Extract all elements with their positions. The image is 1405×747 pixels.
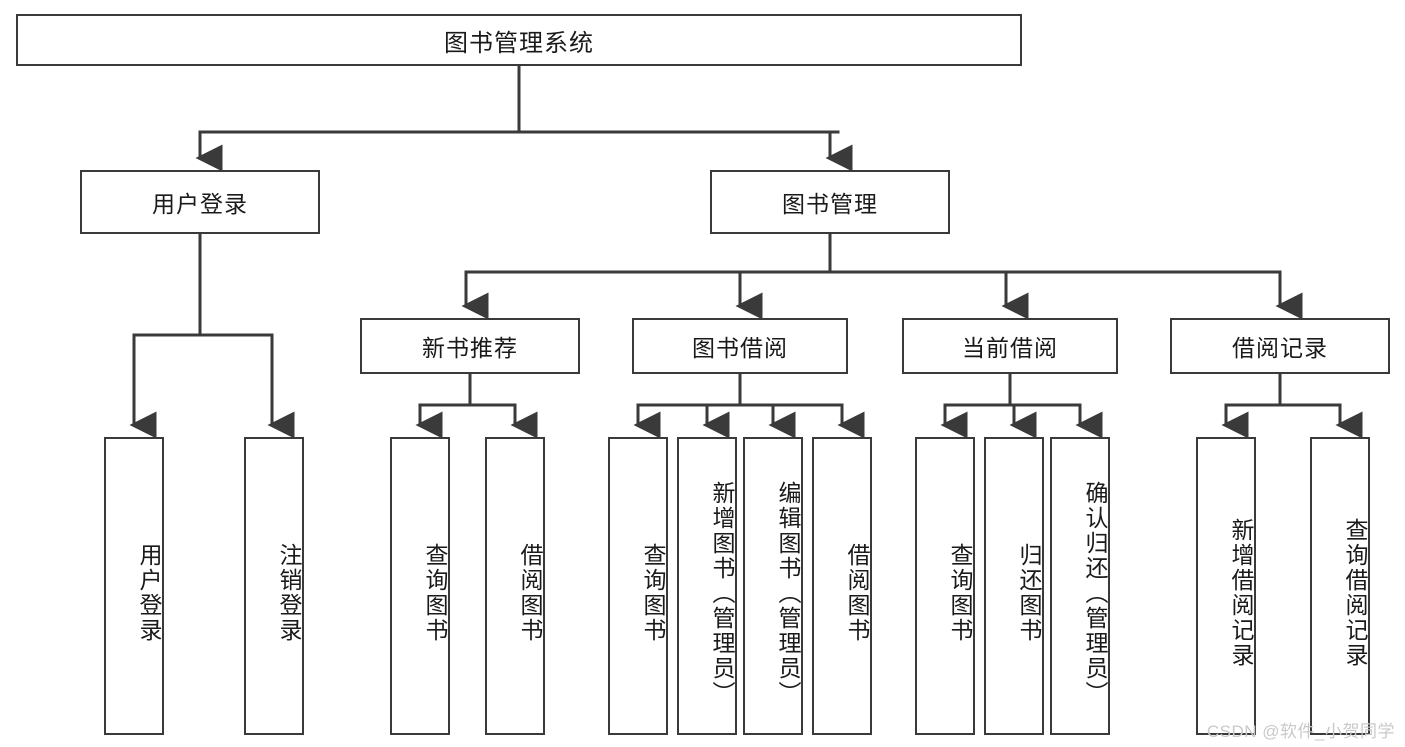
leaf-add-borrow-record-label: 新增借阅记录 — [1228, 518, 1254, 668]
leaf-edit-book-admin[interactable]: 编辑图书（管理员） — [743, 437, 803, 735]
node-root[interactable]: 图书管理系统 — [16, 14, 1022, 66]
leaf-borrow-book-recommend-label: 借阅图书 — [517, 543, 543, 643]
leaf-logout[interactable]: 注销登录 — [244, 437, 304, 735]
leaf-add-borrow-record[interactable]: 新增借阅记录 — [1196, 437, 1256, 735]
leaf-query-borrow-record-label: 查询借阅记录 — [1342, 518, 1368, 668]
leaf-borrow-book-label: 借阅图书 — [844, 543, 870, 643]
leaf-add-book-admin-label: 新增图书（管理员） — [709, 480, 735, 706]
node-current-borrow[interactable]: 当前借阅 — [902, 318, 1118, 374]
leaf-return-book[interactable]: 归还图书 — [984, 437, 1044, 735]
leaf-user-login-label: 用户登录 — [136, 543, 162, 643]
leaf-edit-book-admin-label: 编辑图书（管理员） — [775, 480, 801, 706]
leaf-confirm-return-admin-label: 确认归还（管理员） — [1082, 480, 1108, 706]
leaf-user-login[interactable]: 用户登录 — [104, 437, 164, 735]
leaf-query-book-recommend-label: 查询图书 — [422, 543, 448, 643]
node-new-book-recommend[interactable]: 新书推荐 — [360, 318, 580, 374]
leaf-return-book-label: 归还图书 — [1016, 543, 1042, 643]
node-book-borrow-label: 图书借阅 — [692, 335, 788, 361]
leaf-logout-label: 注销登录 — [276, 543, 302, 643]
leaf-query-book-recommend[interactable]: 查询图书 — [390, 437, 450, 735]
node-book-management[interactable]: 图书管理 — [710, 170, 950, 234]
leaf-query-book-current[interactable]: 查询图书 — [915, 437, 975, 735]
node-user-login-label: 用户登录 — [152, 191, 248, 217]
leaf-query-borrow-record[interactable]: 查询借阅记录 — [1310, 437, 1370, 735]
leaf-borrow-book-recommend[interactable]: 借阅图书 — [485, 437, 545, 735]
leaf-query-book-borrow-label: 查询图书 — [640, 543, 666, 643]
csdn-watermark: CSDN @软件_小贺同学 — [1206, 722, 1395, 741]
node-user-login[interactable]: 用户登录 — [80, 170, 320, 234]
leaf-query-book-borrow[interactable]: 查询图书 — [608, 437, 668, 735]
node-book-management-label: 图书管理 — [782, 191, 878, 217]
node-root-label: 图书管理系统 — [444, 29, 594, 57]
leaf-confirm-return-admin[interactable]: 确认归还（管理员） — [1050, 437, 1110, 735]
leaf-add-book-admin[interactable]: 新增图书（管理员） — [677, 437, 737, 735]
node-borrow-record[interactable]: 借阅记录 — [1170, 318, 1390, 374]
leaf-borrow-book[interactable]: 借阅图书 — [812, 437, 872, 735]
node-new-book-recommend-label: 新书推荐 — [422, 335, 518, 361]
node-borrow-record-label: 借阅记录 — [1232, 335, 1328, 361]
node-current-borrow-label: 当前借阅 — [962, 335, 1058, 361]
node-book-borrow[interactable]: 图书借阅 — [632, 318, 848, 374]
leaf-query-book-current-label: 查询图书 — [947, 543, 973, 643]
